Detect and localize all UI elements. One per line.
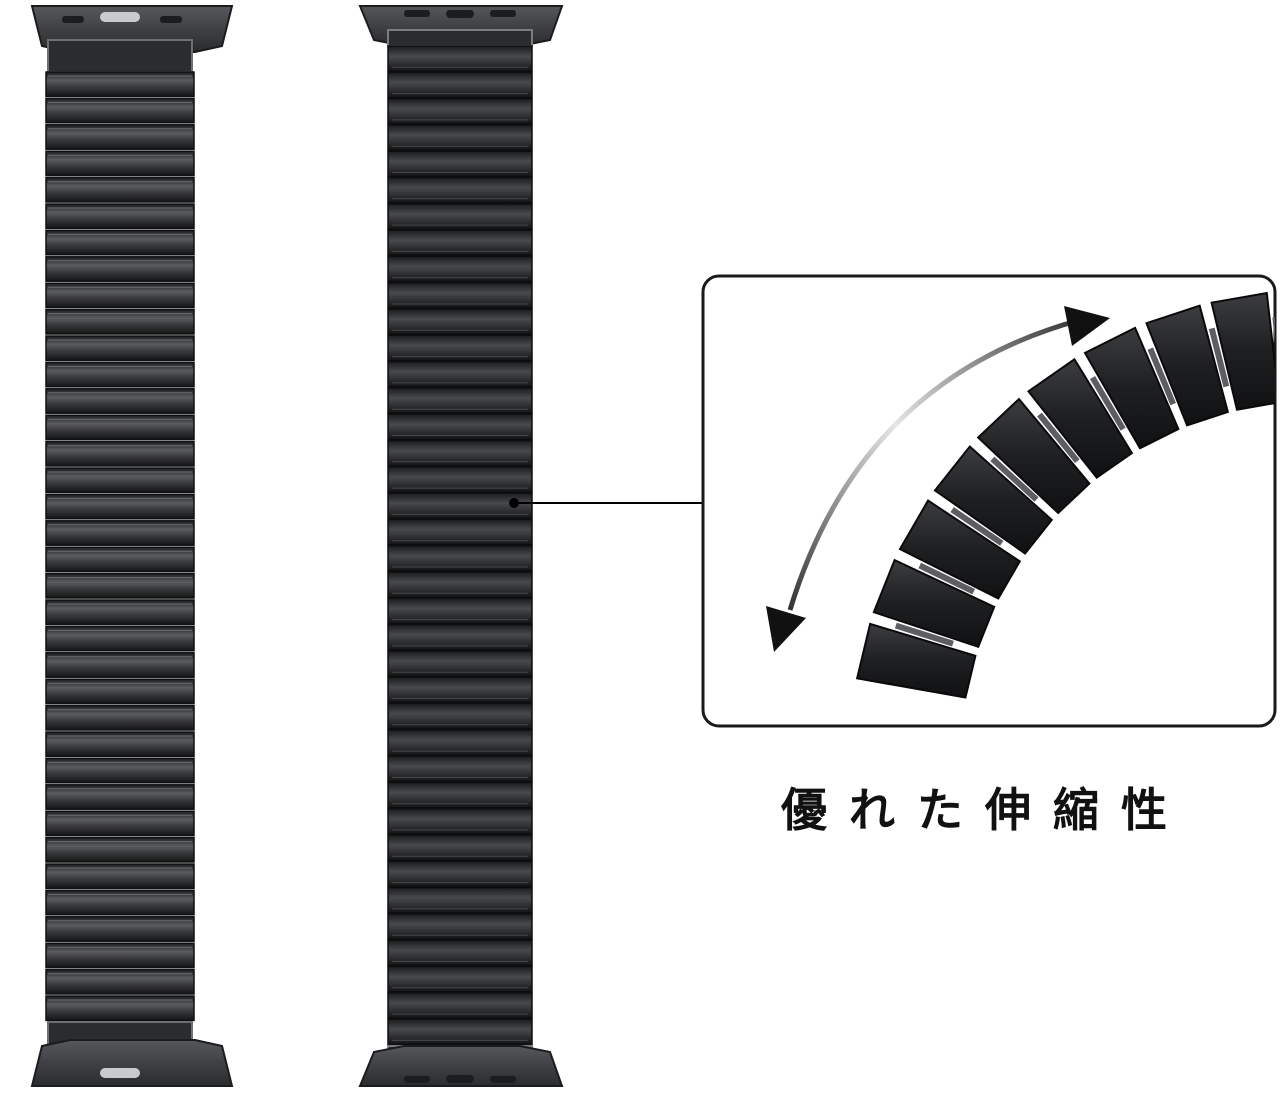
band-link [855, 622, 977, 699]
curved-band-detail [855, 291, 1275, 699]
bottom-connector [30, 1021, 234, 1087]
band-link [933, 445, 1054, 555]
band-link [1083, 326, 1180, 450]
flex-arrow-icon [766, 306, 1110, 652]
band-front-view [30, 5, 234, 1087]
band-links [387, 45, 533, 1046]
band-link [872, 558, 996, 649]
callout-leader [509, 498, 703, 508]
bottom-connector [358, 1045, 564, 1087]
band-link [1145, 304, 1230, 427]
band-link [898, 499, 1022, 600]
band-link [976, 397, 1091, 515]
band-links [45, 71, 195, 1022]
band-back-view [358, 5, 564, 1087]
caption-container: 優れた伸縮性 [781, 783, 1189, 837]
caption-text: 優れた伸縮性 [781, 783, 1189, 837]
callout-zoom-box [701, 274, 1277, 728]
band-link [1027, 357, 1134, 479]
band-link [1210, 291, 1275, 411]
top-connector [30, 5, 234, 73]
top-connector [358, 5, 564, 47]
